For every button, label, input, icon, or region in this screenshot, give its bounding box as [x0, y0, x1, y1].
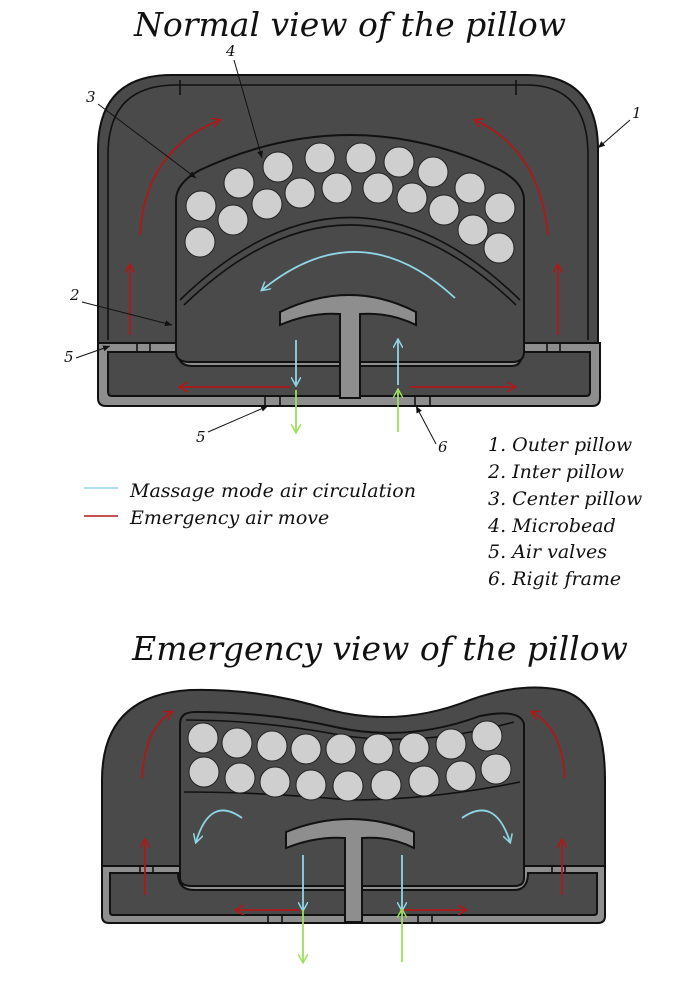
- microbeads-normal: [184, 142, 516, 264]
- parts-list: 1. Outer pillow 2. Inter pillow 3. Cente…: [487, 434, 642, 590]
- massage-arrows-normal: [262, 251, 456, 385]
- parts-item-5: 5. Air valves: [488, 541, 607, 563]
- emergency-arrows-emergency-view: [142, 712, 565, 910]
- parts-item-1: 1. Outer pillow: [488, 434, 632, 456]
- massage-arrows-emergency-view: [196, 809, 510, 910]
- callout-5a: 5: [64, 348, 74, 366]
- parts-item-2: 2. Inter pillow: [487, 461, 624, 483]
- normal-view-title: Normal view of the pillow: [133, 5, 566, 44]
- outlet-arrows-emergency-view: [303, 910, 402, 962]
- callout-2: 2: [69, 286, 80, 304]
- parts-item-3: 3. Center pillow: [488, 488, 642, 510]
- emergency-view-title: Emergency view of the pillow: [131, 629, 628, 668]
- parts-item-6: 6. Rigit frame: [488, 568, 621, 590]
- normal-pillow: [97, 74, 601, 432]
- legend-emergency-label: Emergency air move: [129, 507, 329, 529]
- emergency-arrows-normal: [130, 120, 558, 387]
- legend-massage-label: Massage mode air circulation: [129, 480, 416, 502]
- legend: Massage mode air circulation Emergency a…: [84, 480, 416, 529]
- microbeads-emergency: [187, 720, 512, 802]
- callout-1: 1: [632, 104, 642, 122]
- callout-3: 3: [86, 88, 96, 106]
- parts-item-4: 4. Microbead: [487, 515, 616, 537]
- callout-4: 4: [225, 42, 236, 60]
- outlet-arrows-normal: [296, 390, 398, 432]
- callout-6: 6: [438, 438, 448, 456]
- callout-5b: 5: [196, 428, 206, 446]
- emergency-pillow: [101, 686, 606, 962]
- callouts: 1 2 3 4 5 5 6: [64, 42, 642, 456]
